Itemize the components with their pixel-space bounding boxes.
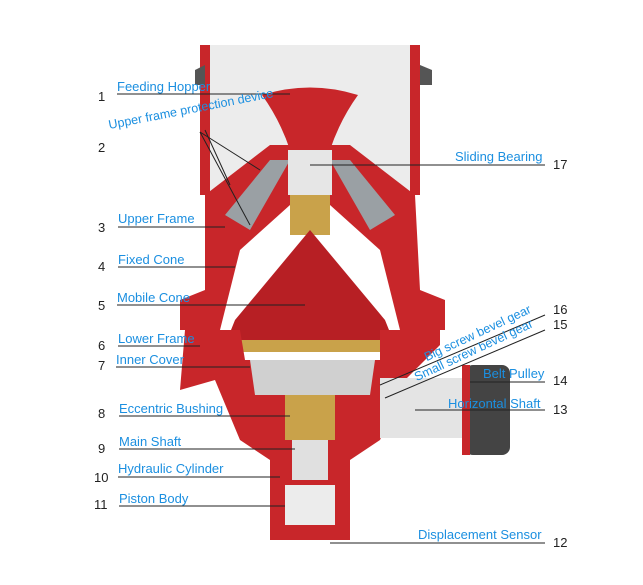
label-sliding-bearing: Sliding Bearing xyxy=(455,149,543,164)
label-number: 9 xyxy=(98,441,106,456)
label-number: 15 xyxy=(553,317,568,332)
horizontal-shaft-shape xyxy=(380,378,475,438)
label-number: 4 xyxy=(98,259,106,274)
label-feeding-hopper: Feeding Hopper xyxy=(117,79,211,94)
label-number: 5 xyxy=(98,298,106,313)
label-number: 8 xyxy=(98,406,106,421)
label-number: 6 xyxy=(98,338,106,353)
label-hydraulic-cylinder: Hydraulic Cylinder xyxy=(118,461,224,476)
label-upper-frame: Upper Frame xyxy=(118,211,195,226)
label-piston-body: Piston Body xyxy=(119,491,189,506)
label-mobile-cone: Mobile Cone xyxy=(117,290,190,305)
label-number: 3 xyxy=(98,220,106,235)
label-number: 2 xyxy=(98,140,106,155)
label-number: 12 xyxy=(553,535,568,550)
label-main-shaft: Main Shaft xyxy=(119,434,182,449)
label-number: 11 xyxy=(94,497,108,512)
label-fixed-cone: Fixed Cone xyxy=(118,252,185,267)
label-lower-frame: Lower Frame xyxy=(118,331,195,346)
label-number: 13 xyxy=(553,402,568,417)
label-number: 14 xyxy=(553,373,568,388)
label-belt-pulley: Belt Pulley xyxy=(483,366,545,381)
label-number: 7 xyxy=(98,358,106,373)
mobile-cone-shape xyxy=(225,230,395,345)
label-displacement-sensor: Displacement Sensor xyxy=(418,527,542,542)
label-number: 17 xyxy=(553,157,568,172)
label-horizontal-shaft: Horizontal Shaft xyxy=(448,396,541,411)
feed-cone-shape xyxy=(262,87,358,150)
label-number: 1 xyxy=(98,89,106,104)
label-eccentric-bushing: Eccentric Bushing xyxy=(119,401,224,416)
label-inner-cover: Inner Cover xyxy=(116,352,184,367)
label-number: 10 xyxy=(94,470,109,485)
eccentric-bushing-shape xyxy=(285,395,335,440)
sliding-bearing-shape xyxy=(288,150,332,195)
label-number: 16 xyxy=(553,302,568,317)
